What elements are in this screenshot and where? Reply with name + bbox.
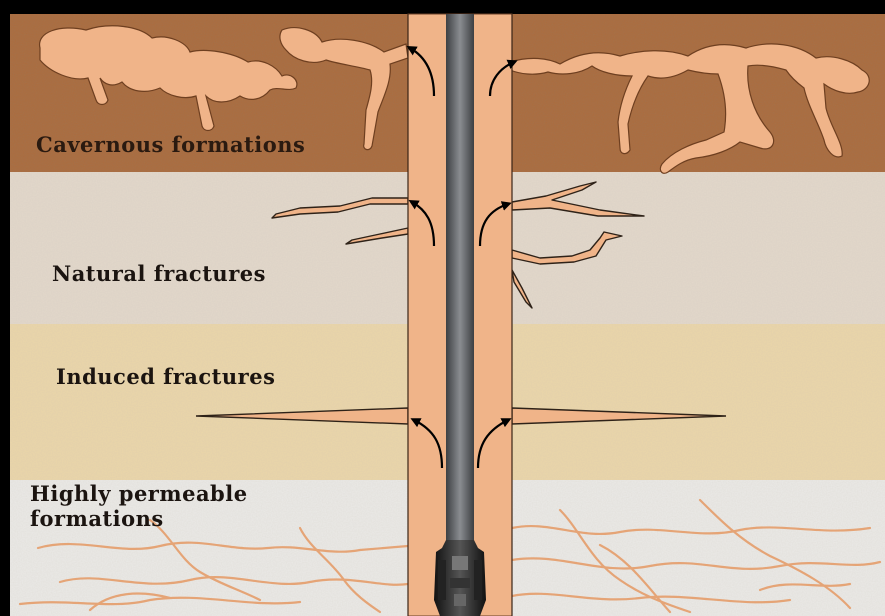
highly-permeable-formations-label: Highly permeable formations (30, 481, 248, 531)
highly-permeable-line2: formations (30, 506, 248, 531)
drill-pipe (446, 14, 474, 544)
natural-fractures-label: Natural fractures (52, 261, 266, 286)
induced-fractures-label: Induced fractures (56, 364, 275, 389)
cavernous-formations-label: Cavernous formations (36, 132, 305, 157)
drill-bit (434, 540, 486, 616)
highly-permeable-line1: Highly permeable (30, 481, 248, 506)
